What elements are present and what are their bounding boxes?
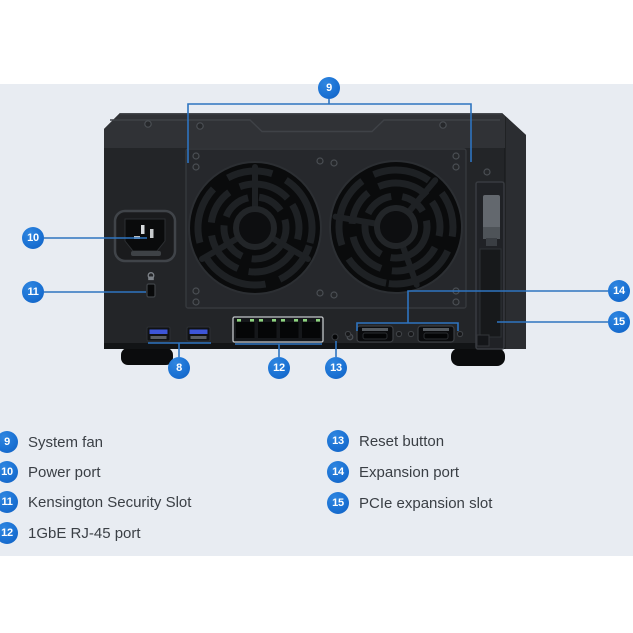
- callout-badge-12: 12: [268, 357, 290, 379]
- legend-badge-9: 9: [0, 431, 18, 453]
- legend-label-reset-button: Reset button: [359, 432, 445, 450]
- legend-item-power-port: 10 Power port: [0, 461, 101, 483]
- kensington-slot: [146, 272, 156, 298]
- callout-badge-13: 13: [325, 357, 347, 379]
- pcie-expansion-slot: [475, 181, 505, 350]
- lock-icon-body: [148, 276, 154, 281]
- legend-badge-10: 10: [0, 461, 18, 483]
- device-foot-right: [451, 348, 505, 366]
- callout-line-14: [356, 290, 608, 331]
- handle-notch: [110, 119, 500, 133]
- legend-item-system-fan: 9 System fan: [0, 431, 103, 453]
- callout-badge-11: 11: [22, 281, 44, 303]
- legend-item-reset-button: 13 Reset button: [327, 430, 444, 452]
- expansion-port-1: [356, 325, 394, 343]
- expansion-port-2: [417, 325, 455, 343]
- callout-line-9: [187, 99, 472, 163]
- usb-port-2: [186, 326, 211, 342]
- legend-label-power-port: Power port: [28, 463, 101, 481]
- device-side-face: [502, 113, 526, 349]
- system-fan-right: [329, 160, 463, 294]
- device-top-band: [104, 113, 505, 148]
- lan-ports: [232, 316, 324, 343]
- expansion-ports: [344, 325, 464, 343]
- callout-badge-8: 8: [168, 357, 190, 379]
- device-foot-left: [121, 348, 173, 365]
- legend-item-pcie-slot: 15 PCIe expansion slot: [327, 492, 492, 514]
- legend-badge-12: 12: [0, 522, 18, 544]
- legend-label-pcie-slot: PCIe expansion slot: [359, 494, 493, 512]
- legend-label-rj45-port: 1GbE RJ-45 port: [28, 524, 141, 542]
- callout-badge-10: 10: [22, 227, 44, 249]
- power-port: [113, 209, 177, 263]
- legend-badge-11: 11: [0, 491, 18, 513]
- legend-badge-14: 14: [327, 461, 349, 483]
- reset-button-hole: [331, 333, 339, 341]
- callout-badge-14: 14: [608, 280, 630, 302]
- legend-item-expansion-port: 14 Expansion port: [327, 461, 459, 483]
- legend-badge-13: 13: [327, 430, 349, 452]
- legend-badge-15: 15: [327, 492, 349, 514]
- callout-badge-9: 9: [318, 77, 340, 99]
- usb-ports: [146, 326, 211, 342]
- legend-item-rj45-port: 12 1GbE RJ-45 port: [0, 522, 141, 544]
- legend-label-system-fan: System fan: [28, 433, 104, 451]
- callout-badge-15: 15: [608, 311, 630, 333]
- callout-lines: [44, 99, 608, 357]
- legend-label-kensington-slot: Kensington Security Slot: [28, 493, 192, 511]
- legend-item-kensington-slot: 11 Kensington Security Slot: [0, 491, 191, 513]
- rj45-port: [236, 322, 321, 338]
- usb-port-1: [146, 326, 171, 342]
- callout-line-8: [148, 342, 211, 357]
- system-fan-left: [188, 161, 322, 295]
- callout-line-12: [235, 343, 322, 357]
- nas-device: [104, 113, 526, 366]
- legend-label-expansion-port: Expansion port: [359, 463, 460, 481]
- lan-led-lights: [237, 319, 320, 322]
